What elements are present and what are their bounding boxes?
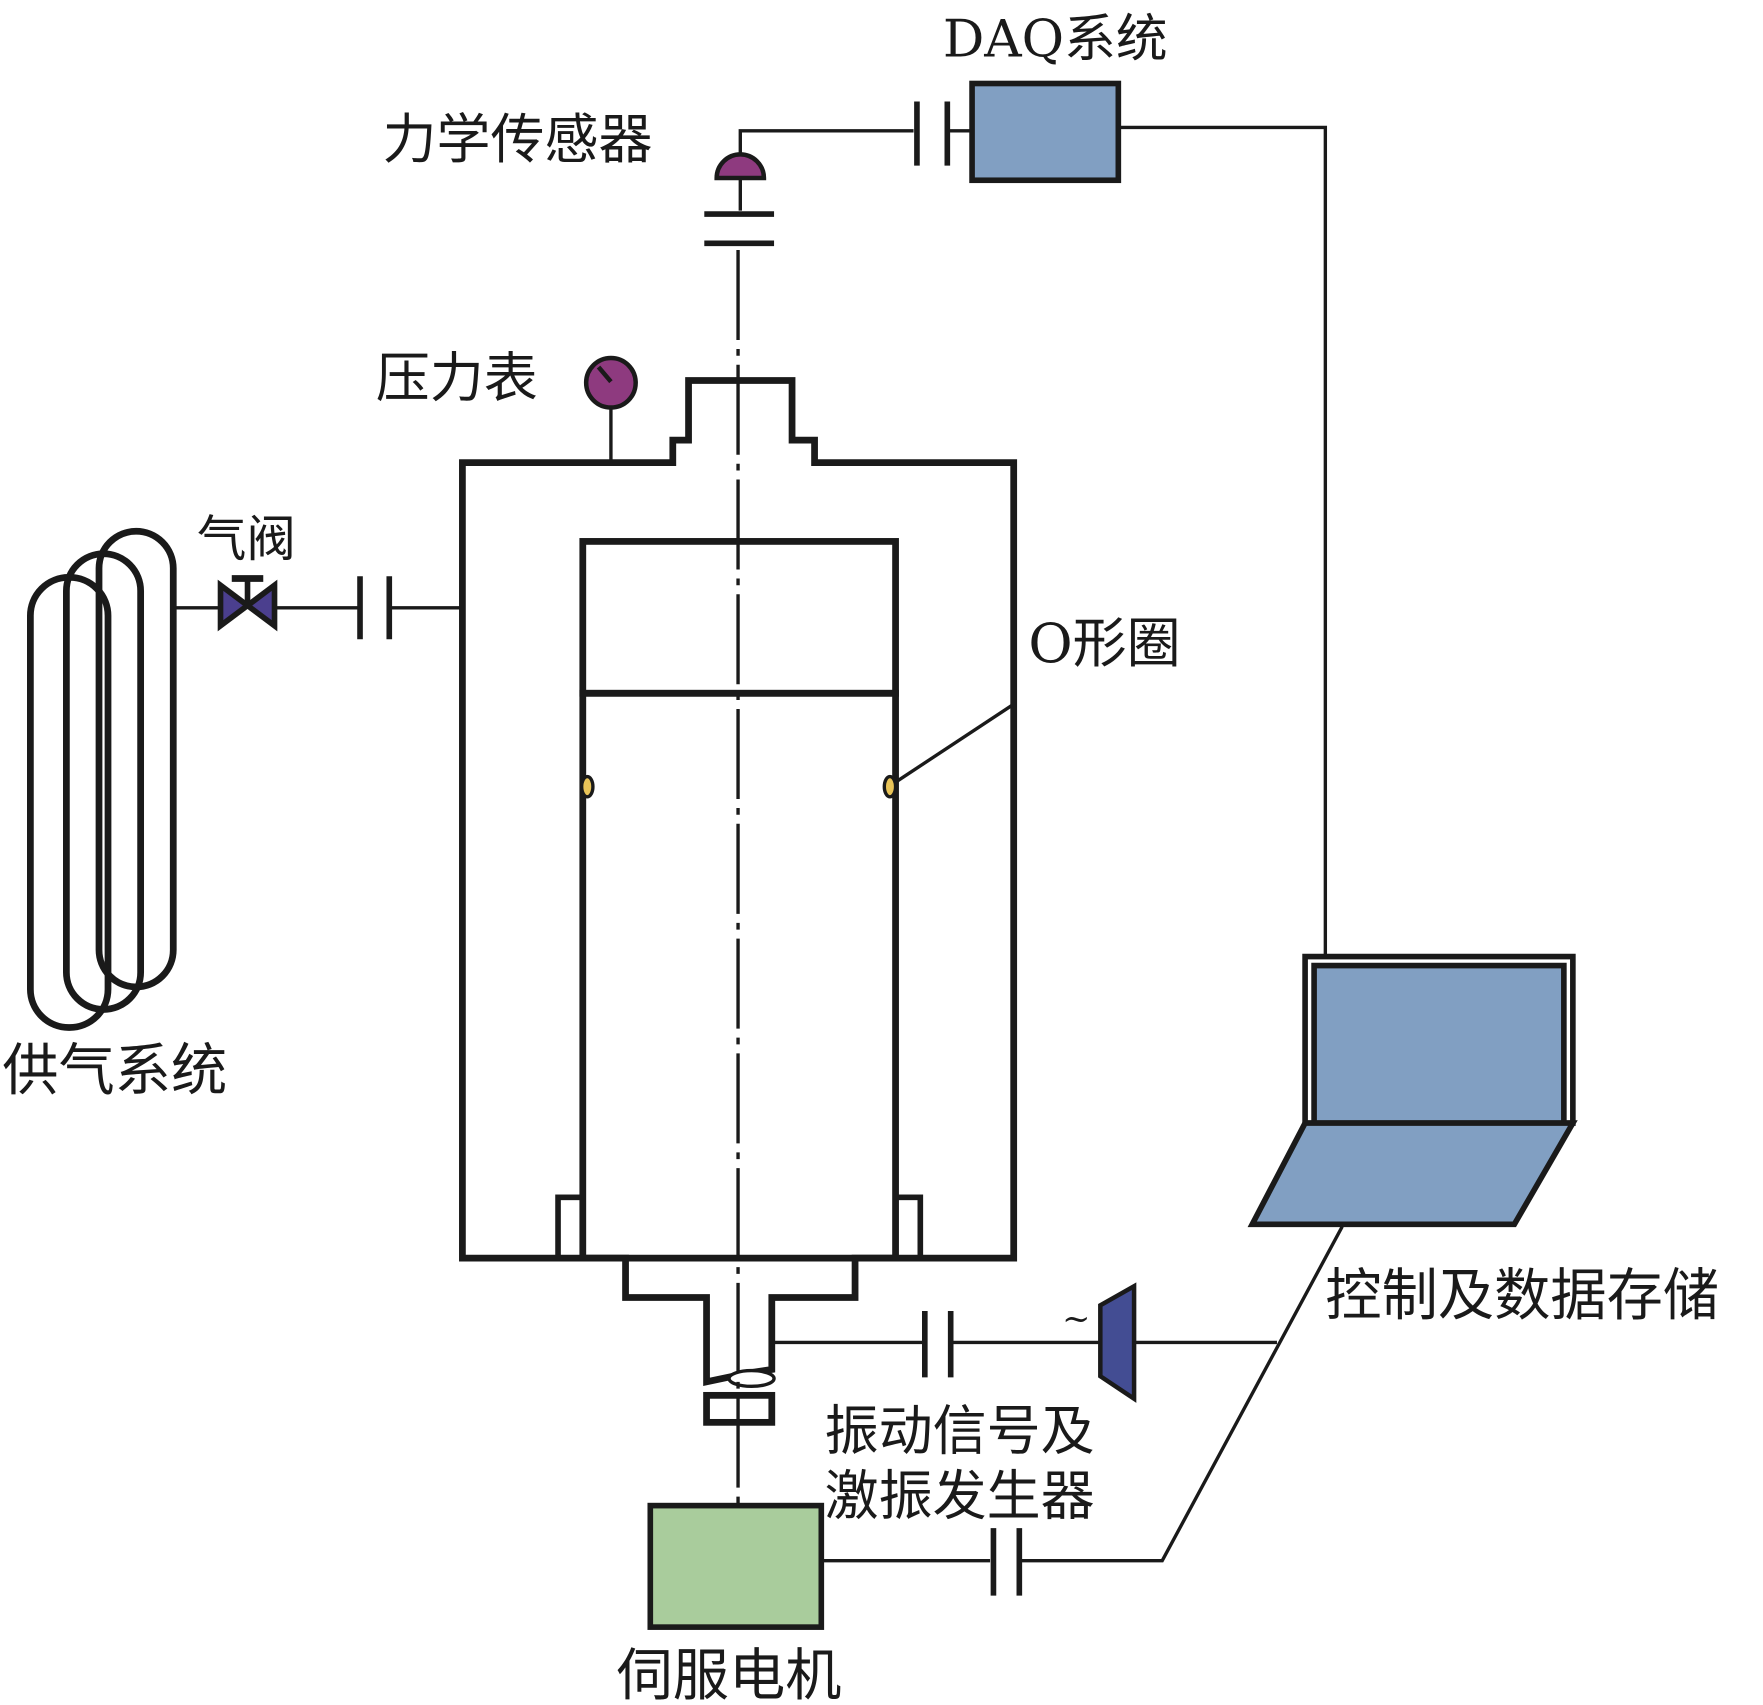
valve-left-triangle [217, 579, 253, 632]
servo-motor-label: 伺服电机 [617, 1644, 842, 1705]
gas-valve-label: 气阀 [197, 510, 296, 568]
laptop-base [1247, 1120, 1578, 1228]
gas-cylinder-middle [63, 550, 145, 1013]
force-sensor-coupling-icon [704, 211, 775, 247]
gas-supply-label: 供气系统 [2, 1038, 227, 1103]
rod-end-ellipse [727, 1368, 776, 1389]
vessel-housing [459, 377, 1018, 1262]
gas-line-coupling-icon [357, 576, 393, 640]
gas-supply-cylinders [27, 527, 177, 1031]
daq-system-label: DAQ系统 [943, 10, 1168, 70]
vibration-line-coupling-icon [922, 1310, 954, 1378]
servo-motor-box [647, 1502, 825, 1630]
ac-symbol-label: ~ [1062, 1299, 1090, 1338]
pressure-gauge-icon [583, 355, 638, 410]
o-ring-left [579, 774, 595, 799]
vibration-label-line2: 激振发生器 [825, 1465, 1095, 1528]
o-ring-label: O形圈 [1028, 612, 1180, 675]
laptop-screen [1311, 962, 1567, 1126]
gas-valve-icon [217, 575, 278, 632]
o-ring-right [882, 774, 898, 799]
laptop-to-servo-line [1021, 1225, 1344, 1563]
daq-system-box [969, 80, 1122, 184]
seal-slot-left [555, 1194, 586, 1261]
pressure-gauge-needle [596, 365, 613, 384]
daq-to-laptop-line [1118, 125, 1328, 957]
vibration-exciter-icon [1098, 1282, 1137, 1403]
pressure-gauge-label: 压力表 [376, 346, 538, 409]
force-sensor-label: 力学传感器 [383, 108, 653, 171]
seal-slot-right [892, 1194, 924, 1261]
control-storage-label: 控制及数据存储 [1325, 1263, 1719, 1328]
o-ring-leader-line [894, 704, 1013, 784]
servo-line-coupling-icon [990, 1528, 1023, 1596]
valve-right-triangle [242, 579, 278, 632]
laptop-icon [1247, 953, 1578, 1228]
force-sensor-icon [714, 152, 767, 181]
vibration-label-line1: 振动信号及 [825, 1399, 1095, 1462]
daq-line-coupling-icon [914, 101, 951, 166]
sensor-to-daq-line [738, 129, 914, 155]
gas-cylinder-front [27, 574, 112, 1031]
